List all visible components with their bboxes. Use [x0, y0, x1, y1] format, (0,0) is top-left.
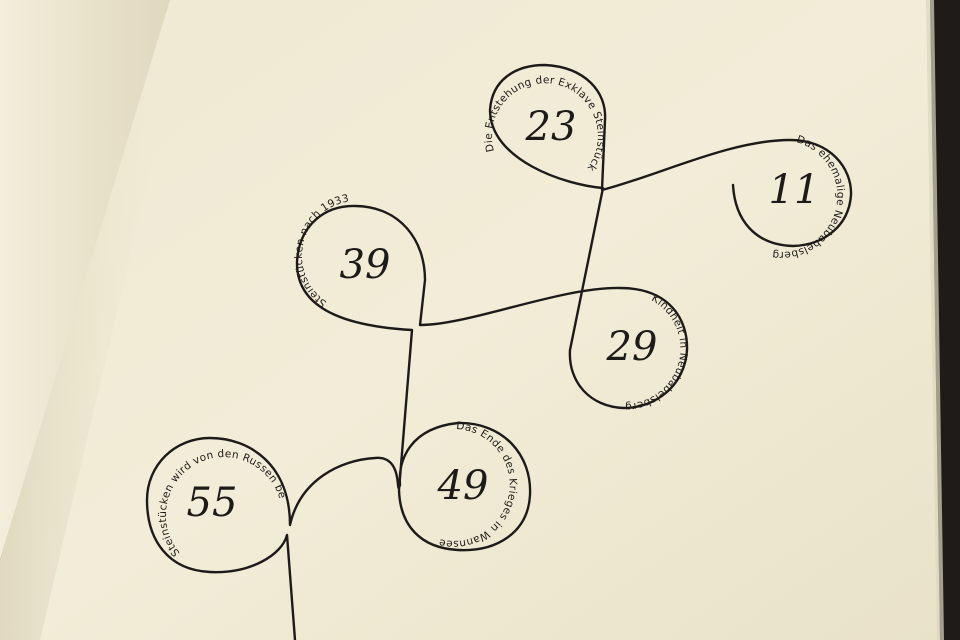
- chapter-number-23: 23: [525, 104, 577, 150]
- chapter-number-49: 49: [437, 463, 489, 509]
- timeline-line: [145, 63, 853, 640]
- chapter-number-55: 55: [187, 480, 238, 526]
- chapter-number-11: 11: [769, 167, 820, 213]
- chapter-number-39: 39: [340, 242, 391, 288]
- right-page: [0, 0, 940, 640]
- chapter-number-29: 29: [606, 324, 658, 370]
